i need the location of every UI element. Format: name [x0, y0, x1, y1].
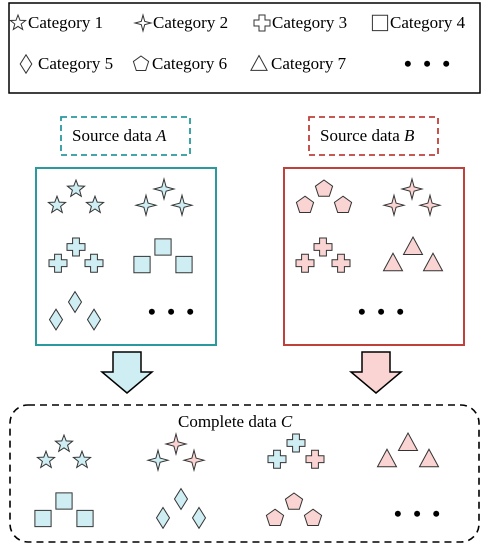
- pentagon-icon: [295, 195, 315, 213]
- diamond-icon: [191, 506, 207, 530]
- legend-label-category-1: Category 1: [28, 13, 104, 32]
- complete-data-ellipsis: • • •: [394, 501, 444, 526]
- four-point-star-icon: [382, 193, 406, 218]
- legend-four-point-star-icon: [133, 13, 153, 33]
- four-point-star-icon: [134, 193, 158, 218]
- source-b-title-text: Source data: [320, 126, 405, 145]
- four-point-star-icon: [152, 177, 176, 201]
- triangle-icon: [422, 252, 444, 272]
- legend-label-category-6: Category 6: [152, 54, 228, 73]
- four-point-star-icon: [400, 177, 424, 201]
- four-point-star-icon: [164, 432, 188, 456]
- square-icon: [154, 238, 172, 256]
- star-icon: [54, 433, 74, 453]
- square-icon: [133, 255, 151, 274]
- star-icon: [72, 449, 92, 469]
- cross-icon: [313, 237, 333, 257]
- complete-data-variable: C: [280, 412, 293, 431]
- square-icon: [76, 509, 94, 528]
- pentagon-icon: [333, 195, 353, 213]
- source-a-ellipsis: • • •: [148, 299, 198, 324]
- legend-ellipsis: • • •: [404, 51, 454, 76]
- triangle-icon: [418, 448, 440, 468]
- square-icon: [34, 509, 52, 528]
- shape-layer: [9, 13, 444, 530]
- triangle-icon: [402, 235, 424, 255]
- arrow-down-icon: [99, 351, 155, 394]
- star-icon: [47, 194, 67, 214]
- square-icon: [175, 255, 193, 274]
- pentagon-icon: [265, 508, 285, 526]
- legend-label-category-7: Category 7: [271, 54, 347, 73]
- star-icon: [36, 449, 56, 469]
- source-b-title: Source data B: [320, 126, 414, 146]
- cross-icon: [66, 237, 86, 257]
- legend-cross-icon: [253, 14, 271, 32]
- diamond-icon: [48, 308, 64, 331]
- source-a-variable: A: [156, 126, 167, 145]
- triangle-icon: [382, 252, 404, 272]
- source-b-variable: B: [404, 126, 415, 145]
- cross-icon: [48, 253, 68, 273]
- source-b-ellipsis: • • •: [358, 299, 408, 324]
- source-b-label-frame: [308, 116, 439, 156]
- square-icon: [55, 492, 73, 510]
- legend-pentagon-icon: [132, 55, 150, 71]
- legend-diamond-icon: [19, 53, 33, 75]
- pentagon-icon: [284, 492, 304, 510]
- complete-data-title: Complete data C: [178, 412, 292, 432]
- arrow-down-icon: [348, 351, 404, 394]
- cross-icon: [305, 449, 325, 469]
- diamond-icon: [155, 506, 171, 530]
- legend-star-icon: [9, 13, 27, 31]
- source-a-title: Source data A: [72, 126, 166, 146]
- cross-icon: [331, 253, 351, 273]
- legend-square-icon: [371, 14, 389, 32]
- source-b-box: [283, 167, 465, 346]
- diamond-icon: [173, 487, 189, 511]
- legend-label-category-2: Category 2: [153, 13, 229, 32]
- complete-data-frame: [9, 404, 480, 543]
- legend-frame: [8, 2, 481, 94]
- diamond-icon: [67, 290, 83, 314]
- triangle-icon: [376, 448, 398, 468]
- legend-label-category-3: Category 3: [272, 13, 348, 32]
- pentagon-icon: [303, 508, 323, 526]
- complete-data-title-text: Complete data: [178, 412, 281, 431]
- star-icon: [66, 178, 86, 198]
- star-icon: [85, 194, 105, 214]
- source-a-title-text: Source data: [72, 126, 157, 145]
- cross-icon: [286, 433, 306, 453]
- diamond-icon: [86, 308, 102, 331]
- source-a-label-frame: [60, 116, 191, 156]
- cross-icon: [267, 449, 287, 469]
- four-point-star-icon: [146, 448, 170, 473]
- pentagon-icon: [314, 179, 334, 197]
- legend-triangle-icon: [250, 54, 268, 71]
- four-point-star-icon: [182, 448, 206, 473]
- legend-label-category-4: Category 4: [390, 13, 466, 32]
- four-point-star-icon: [418, 193, 442, 218]
- source-a-box: [35, 167, 217, 346]
- legend-label-category-5: Category 5: [38, 54, 114, 73]
- four-point-star-icon: [170, 193, 194, 218]
- cross-icon: [84, 253, 104, 273]
- cross-icon: [295, 253, 315, 273]
- triangle-icon: [397, 431, 419, 451]
